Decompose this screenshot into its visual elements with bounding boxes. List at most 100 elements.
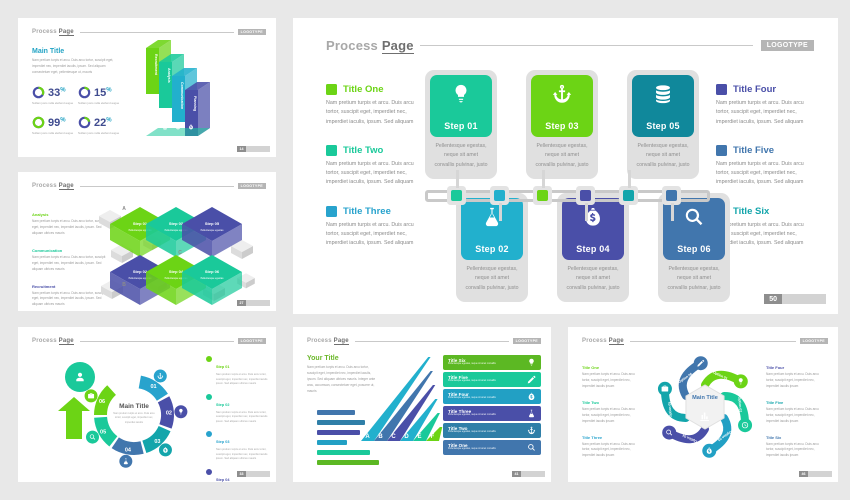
circle-segment-02[interactable] <box>157 396 174 429</box>
timeline-node-2[interactable] <box>490 186 509 205</box>
chart-icon <box>700 412 709 421</box>
stat-row: 22% <box>78 116 136 129</box>
stat-value: 99% <box>48 116 66 129</box>
circle-segment-05[interactable] <box>94 416 118 447</box>
bm-row-label: Title Four <box>448 392 469 398</box>
money-bag-icon <box>586 208 600 226</box>
color-swatch-icon <box>326 205 337 217</box>
circle-segment-03[interactable] <box>142 425 171 454</box>
circle-segment-01[interactable] <box>138 375 168 401</box>
timeline-node-3[interactable] <box>533 186 552 205</box>
legend-label: Step 03 <box>216 440 230 445</box>
circle-segment-04[interactable] <box>111 437 144 455</box>
pyramid-slab-A[interactable] <box>361 357 431 441</box>
bm-row-label: Title Six <box>448 358 466 364</box>
clock-icon <box>741 422 749 429</box>
legend-label: Step 04 <box>216 477 230 482</box>
side-item-head: Title Three <box>326 205 421 217</box>
timeline-node-6[interactable] <box>662 186 681 205</box>
pyramid-slab-D[interactable] <box>400 399 438 441</box>
timeline-node-swatch-icon <box>580 190 591 201</box>
money-bag-icon <box>189 124 193 130</box>
bm-body: Nam pretium turpis et arcu. Duis arcu to… <box>307 365 376 393</box>
pyramid-slab-E[interactable] <box>413 413 440 441</box>
logotype-badge: LOGOTYPE <box>237 183 266 189</box>
circle-segment-label: 06 <box>99 399 105 405</box>
bl-legend-item-step-04[interactable]: Step 04Nam pretium turpis et arcu. Duis … <box>206 468 270 482</box>
header-title-light: Process <box>582 338 609 344</box>
step-card-badge: Step 05 <box>632 75 694 137</box>
pyramid-slab-B[interactable] <box>374 371 433 441</box>
bm-hbar-row <box>307 409 387 415</box>
slide-top-left[interactable]: Process Page LOGOTYPE Main Title Nam pre… <box>18 18 276 157</box>
slide-bottom-mid[interactable]: Process Page LOGOTYPE Your Title Nam pre… <box>293 327 551 482</box>
circle-segment-label: 04 <box>125 447 132 453</box>
pyramid-slab-F[interactable] <box>426 427 443 441</box>
page-badge: 41 <box>512 471 545 477</box>
cube-label: Step 03 <box>169 221 184 226</box>
bm-row-body: Pellentesque egestas, neque sit amet con… <box>448 414 496 417</box>
bm-row-label: Title Two <box>448 426 468 432</box>
anchor-icon <box>307 419 313 425</box>
page-number: 41 <box>512 471 521 477</box>
step-card-label: Step 04 <box>576 244 610 254</box>
br-item-body: Nam pretium turpis et arcu. Duis arcu to… <box>766 441 819 458</box>
timeline-node-1[interactable] <box>447 186 466 205</box>
slide-header: Process Page LOGOTYPE <box>307 338 541 345</box>
side-item-head: Title Five <box>716 144 816 156</box>
side-item-head: Title Two <box>326 144 421 156</box>
timeline-stem <box>671 203 674 221</box>
step-card-text: Pellentesque egestas, neque sit amet con… <box>434 143 488 168</box>
timeline-node-4[interactable] <box>576 186 595 205</box>
header-rule <box>629 340 796 342</box>
user-badge-circle <box>65 362 95 392</box>
swirl-icon-bubble <box>662 425 677 440</box>
pen-icon <box>527 375 536 384</box>
flask-icon <box>485 207 499 227</box>
circle-segment-06[interactable] <box>94 385 116 415</box>
side-item-label: Title Three <box>343 205 391 217</box>
timeline-node-5[interactable] <box>619 186 638 205</box>
pyramid-slab-C[interactable] <box>387 385 436 441</box>
